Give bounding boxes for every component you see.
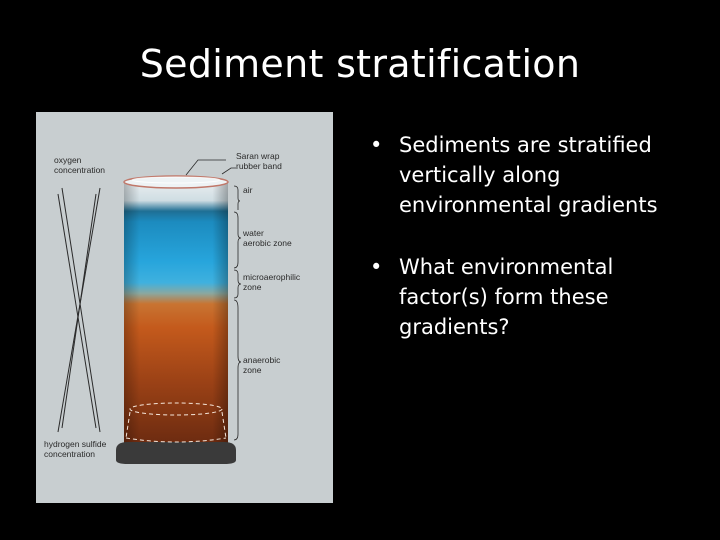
oxygen-concentration-label: oxygen concentration <box>54 155 106 175</box>
oxygen-gradient-line <box>61 187 101 433</box>
hydrogen-sulfide-label: hydrogen sulfide concentration <box>44 439 107 459</box>
microaerophilic-zone-label: microaerophilic zone <box>243 272 301 292</box>
saran-wrap-leader <box>185 159 226 176</box>
anaerobic-zone-label: anaerobic zone <box>243 355 281 375</box>
winogradsky-column-figure: oxygen concentration hydrogen sulfide co… <box>36 112 333 503</box>
bullet-list: • Sediments are stratified vertically al… <box>368 130 698 374</box>
water-aerobic-zone-label: water aerobic zone <box>243 228 292 248</box>
anaerobic-brace <box>233 299 242 441</box>
water-brace <box>233 211 242 269</box>
bullet-text: Sediments are stratified vertically alon… <box>399 133 658 217</box>
bullet-marker: • <box>370 255 383 279</box>
bullet-item: • Sediments are stratified vertically al… <box>368 130 698 220</box>
sediment-bottom-outline <box>129 402 223 416</box>
air-label: air <box>243 185 253 195</box>
column-illustration <box>57 159 242 464</box>
slide-title: Sediment stratification <box>139 42 581 86</box>
microaerophilic-brace <box>233 269 242 299</box>
column-base <box>116 442 236 464</box>
bullet-text: What environmental factor(s) form these … <box>399 255 614 339</box>
bullet-marker: • <box>370 133 383 157</box>
bullet-item: • What environmental factor(s) form thes… <box>368 252 698 342</box>
saran-wrap-label: Saran wrap rubber band <box>236 151 282 171</box>
air-brace <box>233 185 241 210</box>
saran-wrap-lid <box>123 175 229 189</box>
